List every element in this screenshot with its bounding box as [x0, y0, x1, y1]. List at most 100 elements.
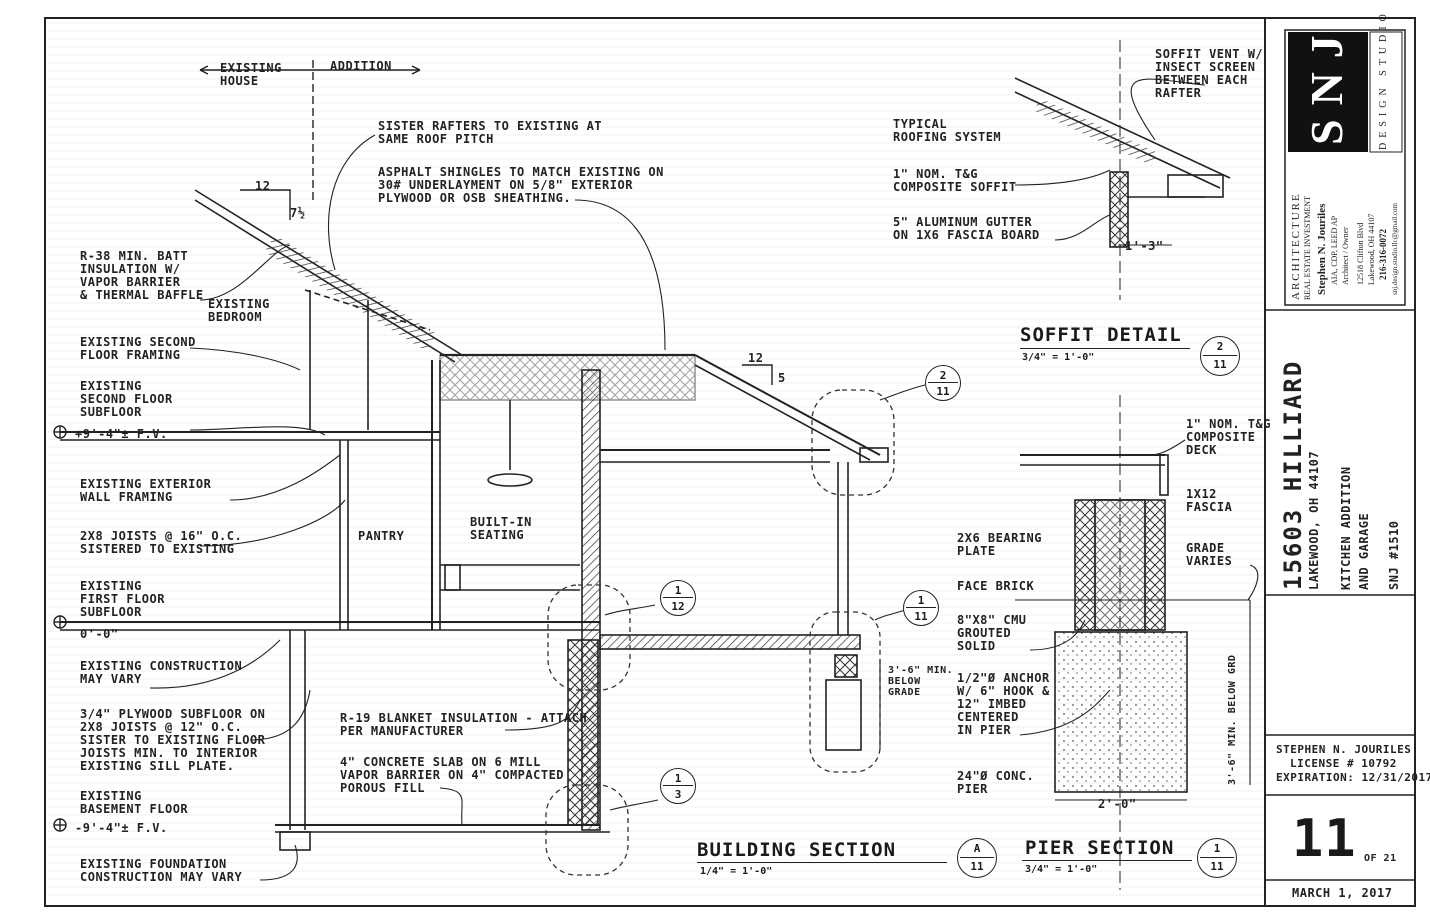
roof-pitch-rise: 7½ [290, 206, 306, 220]
title-soffit-detail: SOFFIT DETAIL [1020, 324, 1182, 346]
scale-pier-section: 3/4" = 1'-0" [1025, 864, 1098, 875]
note-basement-floor: EXISTING BASEMENT FLOOR [80, 789, 189, 816]
note-fascia: 1x12 FASCIA [1186, 487, 1233, 514]
elevation-basement: -9'-4"± F.V. [75, 821, 168, 835]
dimension-pier-depth: 3'-6" MIN. BELOW GRD [1227, 654, 1238, 785]
address-line1: 12518 Clifton Blvd [1356, 222, 1365, 285]
note-soffit-vent: SOFFIT VENT W/ INSECT SCREEN BETWEEN EAC… [1155, 47, 1264, 100]
callout-sheet: 12 [671, 600, 685, 613]
pier-section-drawing [1015, 395, 1250, 890]
note-concrete-slab: 4" CONCRETE SLAB ON 6 MILL VAPOR BARRIER… [340, 755, 565, 795]
license-expiration: EXPIRATION: 12/31/2017 [1276, 771, 1430, 784]
roof2-pitch-rise: 5 [778, 371, 786, 385]
label-existing-bedroom: EXISTING BEDROOM [208, 297, 270, 324]
callout-sheet: 3 [674, 788, 682, 801]
note-face-brick: FACE BRICK [957, 579, 1035, 593]
leader-lines [149, 78, 1259, 881]
label-pantry: PANTRY [358, 529, 405, 543]
callout-sheet: 11 [914, 610, 928, 623]
note-concrete-pier: 24"Ø CONC. PIER [957, 769, 1035, 796]
address-line2: Lakewood, OH 44107 [1367, 213, 1376, 285]
elevation-markers [53, 425, 67, 832]
sheet-number: 11 [1292, 809, 1357, 869]
callout-detail-1-3[interactable]: 1 3 [660, 768, 696, 804]
note-joists: 2x8 JOISTS @ 16" O.C. SISTERED TO EXISTI… [80, 529, 243, 556]
building-section-drawing [60, 189, 889, 851]
callout-detail-1-12[interactable]: 1 12 [660, 580, 696, 616]
detail-clouds [545, 389, 895, 876]
title-block-frame [1265, 29, 1415, 881]
note-r38-insulation: R-38 MIN. BATT INSULATION W/ VAPOR BARRI… [80, 249, 204, 302]
project-number: SNJ #1510 [1387, 520, 1401, 590]
note-composite-deck: 1" NOM. T&G COMPOSITE DECK [1186, 417, 1271, 457]
title-building-section: BUILDING SECTION [697, 839, 897, 861]
note-foundation: EXISTING FOUNDATION CONSTRUCTION MAY VAR… [80, 857, 243, 884]
callout-sheet: 11 [936, 385, 950, 398]
firm-line2: REAL ESTATE INVESTMENT [1303, 196, 1312, 300]
note-anchor: 1/2"Ø ANCHOR W/ 6" HOOK & 12" IMBED CENT… [957, 671, 1050, 737]
callout-pier-section[interactable]: 1 11 [903, 590, 939, 626]
note-cmu: 8"x8" CMU GROUTED SOLID [957, 613, 1027, 653]
label-built-in-seating: BUILT-IN SEATING [470, 515, 532, 542]
note-roofing-system: TYPICAL ROOFING SYSTEM [893, 117, 1002, 144]
email: snj.design.studio.llc@gmail.com [1391, 203, 1399, 295]
soffit-detail-drawing [1014, 40, 1231, 300]
phone: 216-316-0072 [1378, 229, 1388, 280]
roof2-pitch-run: 12 [748, 351, 764, 365]
note-below-grade: 3'-6" MIN. BELOW GRADE [888, 665, 954, 698]
ref-sheet: 11 [1213, 358, 1227, 371]
pier-section-title-bubble: 1 11 [1197, 838, 1237, 878]
note-r19-insulation: R-19 BLANKET INSULATION - ATTACH PER MAN… [340, 711, 588, 738]
scale-soffit-detail: 3/4" = 1'-0" [1022, 352, 1095, 363]
scale-building-section: 1/4" = 1'-0" [700, 866, 773, 877]
license-name: STEPHEN N. JOURILES [1276, 743, 1412, 756]
sheet-of-total: OF 21 [1364, 853, 1397, 864]
title-pier-section: PIER SECTION [1025, 837, 1175, 859]
callout-soffit-detail[interactable]: 2 11 [925, 365, 961, 401]
license-number: LICENSE # 10792 [1290, 757, 1397, 770]
building-section-title-bubble: A 11 [957, 838, 997, 878]
note-exterior-wall: EXISTING EXTERIOR WALL FRAMING [80, 477, 212, 504]
firm-logo: SNJ [1301, 21, 1352, 145]
dimension-pier: 2'-0" [1098, 797, 1137, 811]
note-second-floor-subfloor: EXISTING SECOND FLOOR SUBFLOOR [80, 379, 173, 419]
firm-line1: ARCHITECTURE [1290, 192, 1302, 300]
callout-number: 1 [674, 584, 682, 597]
architect-credentials: AIA, CDP, LEED AP [1330, 215, 1339, 285]
architect-name: Stephen N. Jouriles [1316, 203, 1328, 295]
logo-box [1288, 32, 1368, 152]
drawing-date: MARCH 1, 2017 [1292, 886, 1393, 900]
note-second-floor-framing: EXISTING SECOND FLOOR FRAMING [80, 335, 196, 362]
elevation-second-floor: +9'-4"± F.V. [75, 427, 168, 441]
elevation-first-floor: 0'-0" [80, 627, 119, 641]
note-asphalt-shingles: ASPHALT SHINGLES TO MATCH EXISTING ON 30… [378, 165, 664, 205]
project-desc-1: KITCHEN ADDITION [1339, 466, 1353, 590]
firm-logo-sub: DESIGN STUDIO [1378, 9, 1389, 150]
note-aluminum-gutter: 5" ALUMINUM GUTTER ON 1x6 FASCIA BOARD [893, 215, 1040, 242]
ref-sheet: 11 [970, 860, 984, 873]
addition-label: ADDITION [330, 59, 392, 73]
project-city: LAKEWOOD, OH 44107 [1307, 450, 1321, 590]
dimension-soffit: 1'-3" [1125, 239, 1164, 253]
note-construction-vary: EXISTING CONSTRUCTION MAY VARY [80, 659, 243, 686]
note-sister-rafters: SISTER RAFTERS TO EXISTING AT SAME ROOF … [378, 119, 603, 146]
ref-number: A [973, 842, 981, 855]
callout-number: 1 [674, 772, 682, 785]
project-desc-2: AND GARAGE [1357, 512, 1371, 590]
note-composite-soffit: 1" NOM. T&G COMPOSITE SOFFIT [893, 167, 1017, 194]
existing-house-label: EXISTING HOUSE [220, 61, 282, 88]
soffit-detail-title-bubble: 2 11 [1200, 336, 1240, 376]
sheet-border [44, 17, 1416, 907]
ref-sheet: 11 [1210, 860, 1224, 873]
note-bearing-plate: 2x6 BEARING PLATE [957, 531, 1042, 558]
project-address: 15603 HILLIARD [1279, 359, 1307, 590]
ref-number: 2 [1216, 340, 1224, 353]
roof-pitch-run: 12 [255, 179, 271, 193]
callout-number: 1 [917, 594, 925, 607]
note-grade-varies: GRADE VARIES [1186, 541, 1233, 568]
architect-role: Architect / Owner [1341, 227, 1350, 285]
callout-number: 2 [939, 369, 947, 382]
note-first-floor-subfloor: EXISTING FIRST FLOOR SUBFLOOR [80, 579, 165, 619]
ref-number: 1 [1213, 842, 1221, 855]
